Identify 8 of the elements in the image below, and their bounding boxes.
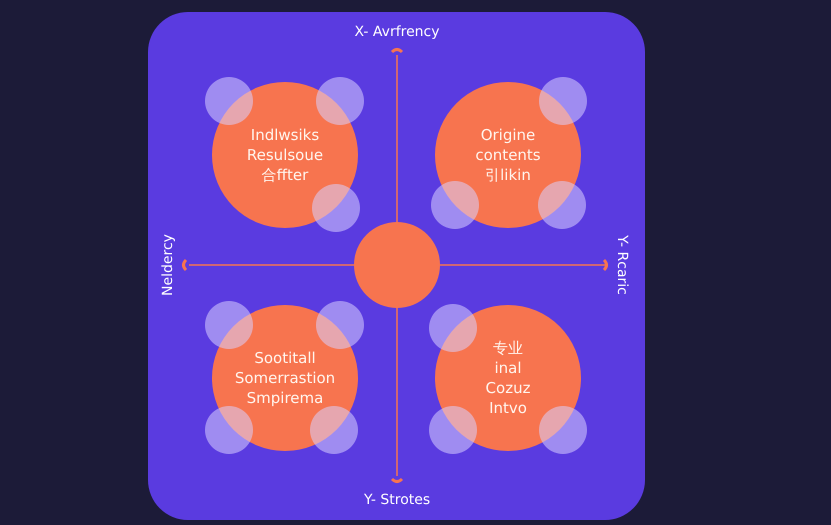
axis-label: X- Avrfrency bbox=[354, 24, 440, 40]
axis-label: Y- Strotes bbox=[364, 492, 430, 508]
node-label: Sootitall Somerrastion Smpirema bbox=[234, 348, 336, 408]
node-label: Indlwsiks Resulsoue 合ffter bbox=[246, 125, 324, 185]
node-label: 专业inal Cozuz Intvo bbox=[486, 338, 530, 418]
axis-label: Y- Rcaric bbox=[614, 235, 630, 295]
node-label: Origine contents 引likin bbox=[475, 125, 541, 185]
axis-label: Neldercy bbox=[160, 234, 176, 296]
